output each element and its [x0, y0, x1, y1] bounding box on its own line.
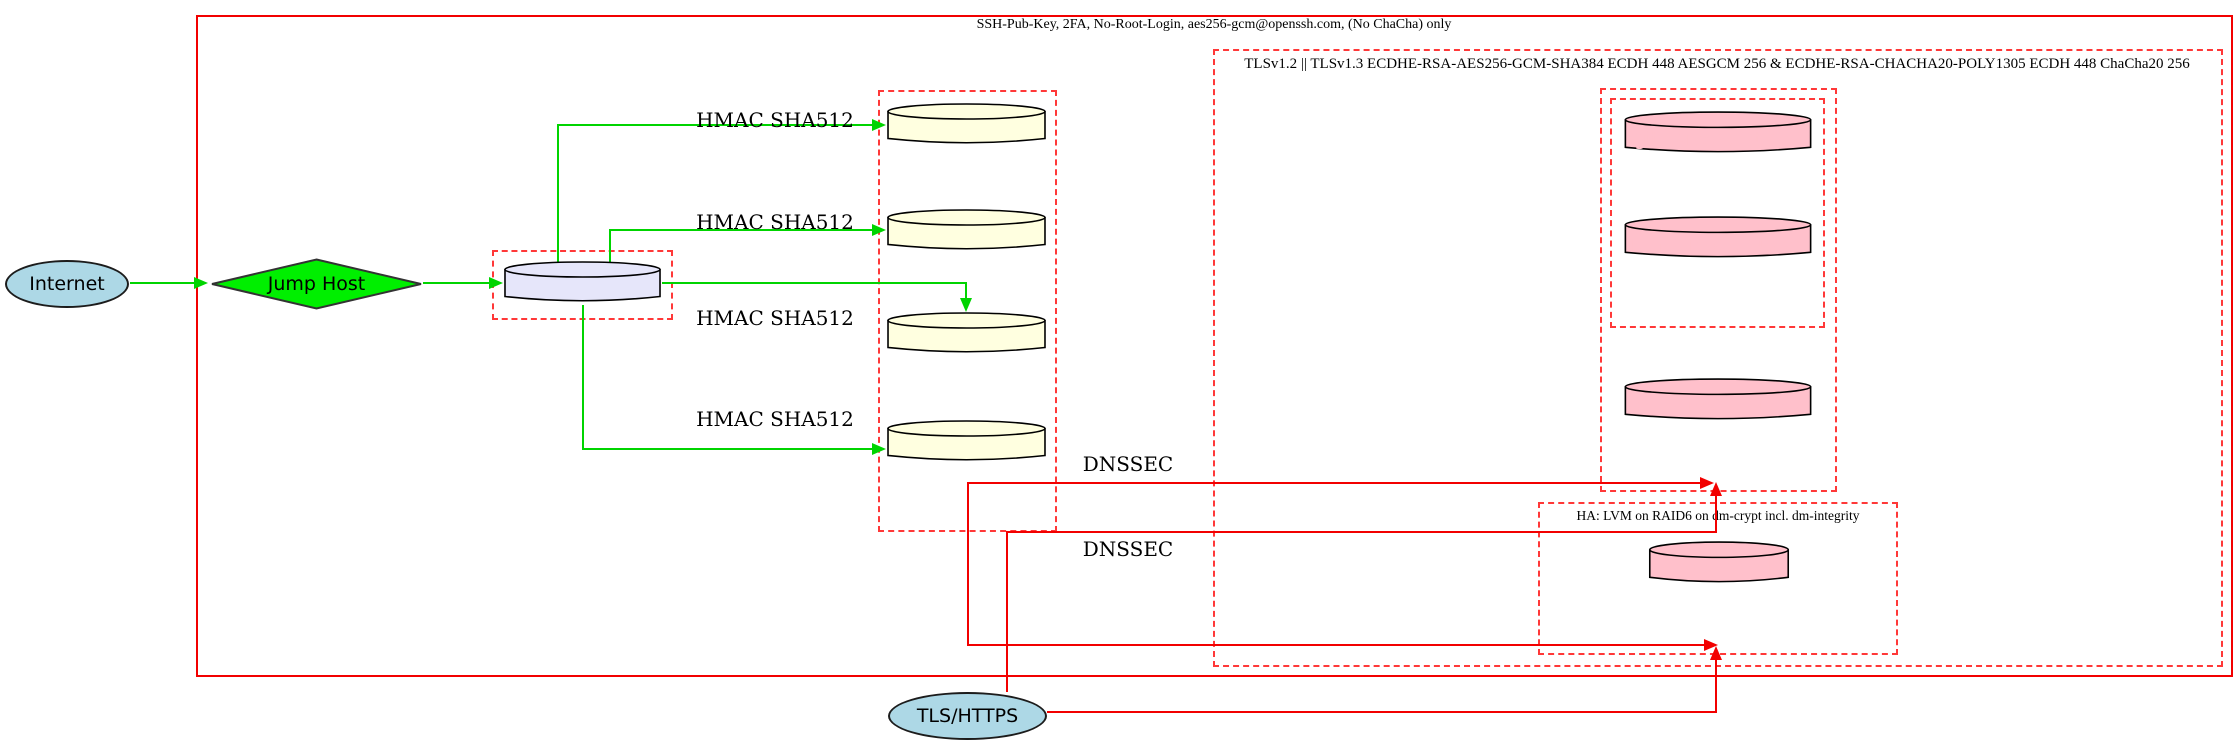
cylinder-shape: [886, 311, 1047, 357]
node-cloud: cloud.e2ee.li: [1648, 540, 1790, 587]
node-ns03-label: ns03.eddns.de: [897, 119, 1036, 142]
cylinder-shape: [886, 102, 1047, 148]
cylinder-shape: [503, 260, 662, 306]
edge-label-hmac-ns01: HMAC SHA512: [696, 306, 854, 330]
node-git: git.coresecret.dev: [1623, 110, 1813, 157]
cylinder-shape: [886, 208, 1047, 254]
node-run-label: run.coresecret.dev: [1630, 233, 1806, 255]
edge-label-dnssec-1: DNSSEC: [1082, 452, 1174, 476]
cluster-tls-label: TLSv1.2 || TLSv1.3 ECDHE-RSA-AES256-GCM-…: [1244, 56, 2190, 72]
edge-label-hmac-ns00: HMAC SHA512: [696, 407, 854, 431]
edge-label-hmac-ns02: HMAC SHA512: [696, 210, 854, 234]
node-hidden-master-label: Hidden-Master: [514, 277, 651, 300]
edge-label-dnssec-2: DNSSEC: [1082, 537, 1174, 561]
cylinder-shape: [1648, 540, 1790, 587]
node-tls-https: TLS/HTTPS: [888, 692, 1047, 740]
node-git-label: git.coresecret.dev: [1634, 128, 1802, 150]
cluster-ssh-box: [196, 15, 2233, 677]
cylinder-shape: [1623, 377, 1813, 424]
node-ns03: ns03.eddns.de: [886, 102, 1047, 148]
cluster-coresecret-inner-box: [1610, 98, 1825, 328]
node-ns00-label: ns00.eddns.eu: [897, 436, 1036, 459]
cylinder-shape: [886, 419, 1047, 465]
node-ns02-label: ns02.eddns.de: [897, 225, 1036, 248]
cylinder-shape: [1623, 215, 1813, 262]
node-hidden-master: Hidden-Master: [503, 260, 662, 306]
edge-label-hmac-ns03: HMAC SHA512: [696, 108, 854, 132]
node-ns00: ns00.eddns.eu: [886, 419, 1047, 465]
node-internet: Internet: [5, 260, 129, 308]
node-tls-https-label: TLS/HTTPS: [916, 705, 1019, 727]
cluster-ssh-label: SSH-Pub-Key, 2FA, No-Root-Login, aes256-…: [976, 17, 1452, 32]
node-ns01: ns01.eddns.eu: [886, 311, 1047, 357]
diamond-shape: [211, 258, 422, 310]
node-internet-label: Internet: [29, 273, 105, 295]
node-cloud-label: cloud.e2ee.li: [1659, 558, 1779, 580]
node-run: run.coresecret.dev: [1623, 215, 1813, 262]
node-lab-label: lab.coresecret.dev: [1631, 395, 1805, 417]
node-jump-host-label: Jump Host: [267, 273, 366, 295]
cluster-tls-box: [1213, 49, 2223, 667]
node-ns01-label: ns01.eddns.eu: [897, 328, 1036, 351]
node-jump-host: Jump Host: [210, 258, 423, 310]
node-ns02: ns02.eddns.de: [886, 208, 1047, 254]
cylinder-shape: [1623, 110, 1813, 157]
cluster-ha-label: HA: LVM on RAID6 on dm-crypt incl. dm-in…: [1576, 508, 1860, 523]
node-lab: lab.coresecret.dev: [1623, 377, 1813, 424]
